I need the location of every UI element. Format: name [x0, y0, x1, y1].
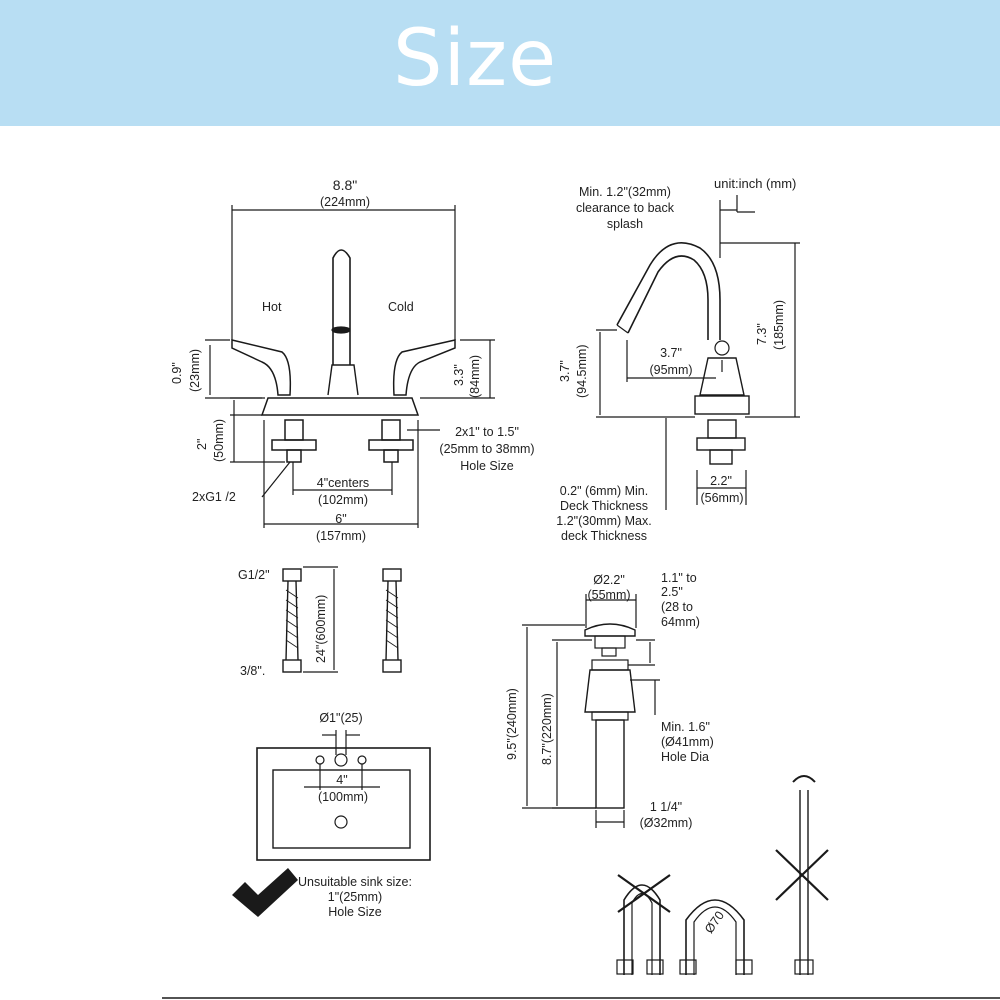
hose-length: 24"(600mm)	[314, 594, 328, 663]
drain-dia-mm: (55mm)	[587, 588, 631, 602]
cold-label: Cold	[388, 300, 414, 314]
hole-size-line1: 2x1" to 1.5"	[455, 425, 519, 439]
side-base-in: 2.2"	[710, 474, 732, 488]
pipe-size-in: 1 1/4"	[649, 800, 683, 814]
reach-mm: (95mm)	[649, 363, 693, 377]
height-mm: (185mm)	[772, 299, 786, 350]
check-icon	[232, 868, 298, 917]
centers-mm: (102mm)	[317, 493, 368, 507]
drain	[522, 594, 660, 828]
side-base-mm: (56mm)	[700, 491, 744, 505]
hose-bend-guides	[162, 775, 1000, 999]
clearance-line2: clearance to back	[576, 201, 674, 215]
hole-dia-line1: Min. 1.6"	[661, 720, 710, 734]
thickness-line3: (28 to	[661, 600, 693, 614]
reach-in: 3.7"	[660, 346, 682, 360]
twist-arrow-icon	[792, 775, 816, 783]
side-faucet	[596, 195, 800, 510]
pipe-size-mm: (Ø32mm)	[639, 816, 693, 830]
warning-line2: 1"(25mm)	[327, 890, 383, 904]
drain-total-height: 9.5"(240mm)	[505, 688, 519, 760]
spout-height-mm: (94.5mm)	[575, 344, 589, 398]
warning-line3: Hole Size	[328, 905, 382, 919]
sink-spacing-mm: (100mm)	[317, 790, 368, 804]
front-width-in: 8.8"	[332, 177, 358, 193]
front-width-mm: (224mm)	[319, 195, 370, 209]
clearance-line3: splash	[606, 217, 644, 231]
hoses	[282, 566, 402, 673]
warning-line1: Unsuitable sink size:	[298, 875, 412, 889]
hole-dia-line2: (Ø41mm)	[661, 735, 714, 749]
spout-height-in: 3.7"	[558, 360, 572, 382]
hose-top-thread: G1/2"	[238, 568, 270, 582]
thickness-line2: 2.5"	[661, 585, 683, 599]
hose-bottom-thread: 3/8".	[240, 664, 266, 678]
front-faucet	[205, 205, 495, 528]
base-width-in: 6"	[335, 512, 347, 526]
deck-line3: 1.2"(30mm) Max.	[556, 514, 652, 528]
thickness-line4: 64mm)	[661, 615, 700, 629]
sink-spacing-in: 4"	[336, 773, 348, 787]
drain-body-height: 8.7"(220mm)	[540, 693, 554, 765]
connector-label: 2xG1 /2	[192, 490, 236, 504]
hot-label: Hot	[262, 300, 282, 314]
sink-hole-dia: Ø1"(25)	[319, 711, 363, 725]
shank-length-mm: (50mm)	[212, 418, 226, 462]
drain-dia-in: Ø2.2"	[593, 573, 625, 587]
deck-line1: 0.2" (6mm) Min.	[559, 484, 649, 498]
page-title: Size	[392, 14, 558, 104]
height-in: 7.3"	[755, 323, 769, 345]
base-width-mm: (157mm)	[315, 529, 366, 543]
handle-height-mm: (23mm)	[188, 348, 202, 392]
centers-in: 4"centers	[316, 476, 370, 490]
clearance-line1: Min. 1.2"(32mm)	[579, 185, 671, 199]
deck-line2: Deck Thickness	[560, 499, 648, 513]
thickness-line1: 1.1" to	[661, 571, 697, 585]
handle-height-in: 0.9"	[170, 362, 184, 384]
hole-dia-line3: Hole Dia	[661, 750, 709, 764]
hole-size-line3: Hole Size	[460, 459, 514, 473]
unit-label: unit:inch (mm)	[714, 176, 797, 191]
sink	[232, 730, 431, 917]
header-banner: Size	[0, 0, 1000, 126]
hole-size-line2: (25mm to 38mm)	[439, 442, 535, 456]
deck-line4: deck Thickness	[561, 529, 647, 543]
body-height-in: 3.3"	[452, 364, 466, 386]
body-height-mm: (84mm)	[468, 354, 482, 398]
shank-length-in: 2"	[195, 438, 209, 450]
